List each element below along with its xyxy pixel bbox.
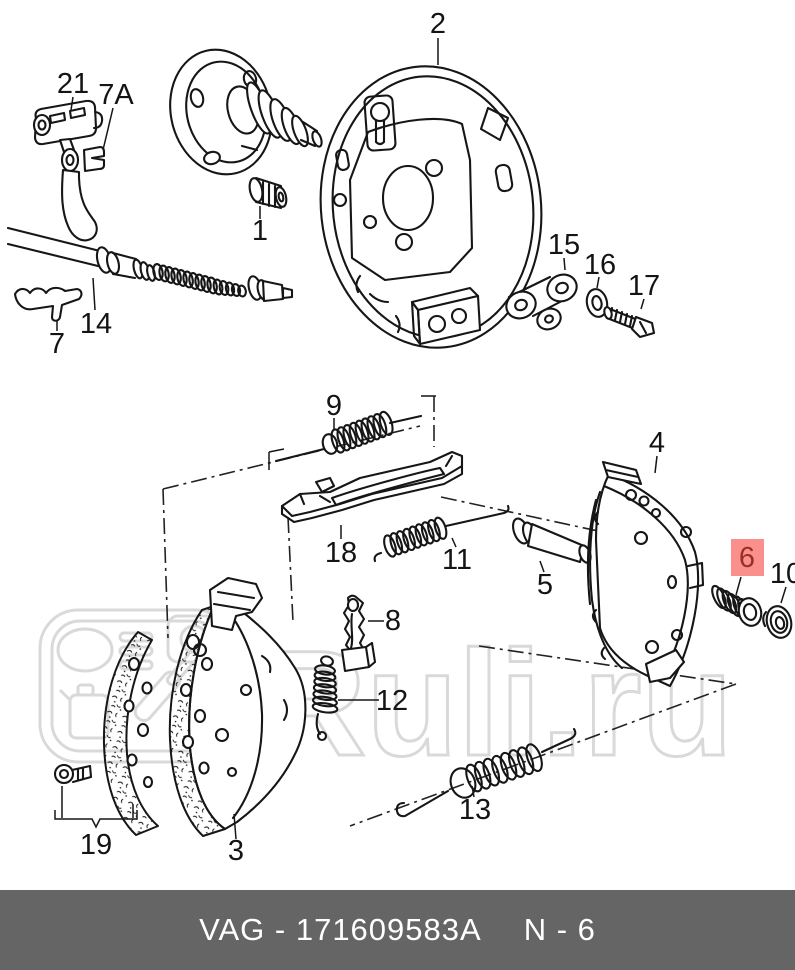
spring-13-drawing — [395, 727, 577, 818]
handbrake-cable-drawing — [6, 226, 294, 303]
cable-clamp-drawing — [32, 99, 104, 154]
lining-bolt-drawing — [53, 763, 93, 785]
adjuster-bar-drawing — [280, 450, 464, 524]
washer-16-drawing — [585, 288, 609, 318]
part-label-18[interactable]: 18 — [325, 537, 357, 569]
wedge-8-drawing — [340, 594, 377, 673]
part-label-8[interactable]: 8 — [385, 605, 401, 637]
brake-lining-19-drawing — [102, 631, 159, 836]
part-6-highlight — [731, 539, 764, 576]
part-label-7[interactable]: 7 — [49, 328, 65, 360]
part-labels: 2 21 7A 1 14 7 15 16 17 9 18 11 5 4 6 10… — [49, 8, 795, 867]
part-label-15[interactable]: 15 — [548, 229, 580, 261]
part-label-11[interactable]: 11 — [442, 544, 472, 576]
part-label-3[interactable]: 3 — [228, 835, 244, 867]
part-label-7a[interactable]: 7A — [98, 79, 134, 111]
parts-diagram: Ruli.ru — [6, 8, 795, 867]
part-label-19[interactable]: 19 — [80, 829, 112, 861]
backing-plate-drawing — [319, 65, 543, 349]
wheel-hub-cv-joint-drawing — [169, 48, 323, 176]
spring-6-drawing — [711, 584, 763, 627]
part-label-13[interactable]: 13 — [459, 794, 491, 826]
spring-12-drawing — [311, 655, 339, 742]
bracket-7a-drawing — [82, 145, 106, 173]
brake-shoe-3-drawing — [168, 576, 307, 837]
part-label-6-highlighted[interactable]: 6 — [739, 542, 755, 574]
part-label-1[interactable]: 1 — [252, 215, 268, 247]
brake-lever-drawing — [60, 147, 98, 242]
spring-9-drawing — [274, 410, 423, 463]
footer-page-ref: N - 6 — [523, 912, 596, 947]
part-label-12[interactable]: 12 — [376, 685, 408, 717]
plug-part-1-drawing — [248, 176, 288, 210]
brake-shoe-4-drawing — [586, 460, 705, 688]
footer-part-code: VAG - 171609583A — [199, 912, 482, 947]
part-label-17[interactable]: 17 — [628, 270, 660, 302]
part-label-21[interactable]: 21 — [57, 68, 89, 100]
part-label-5[interactable]: 5 — [537, 569, 553, 601]
adjusting-link-drawing — [505, 273, 578, 331]
construction-lines — [162, 395, 737, 827]
bolt-17-drawing — [603, 306, 656, 339]
footer-bar: VAG - 171609583A N - 6 — [0, 890, 795, 970]
part-label-9[interactable]: 9 — [326, 390, 342, 422]
pin-5-drawing — [512, 517, 592, 564]
diagram-area: Ruli.ru — [6, 8, 795, 867]
cap-10-drawing — [762, 605, 793, 639]
leader-lines — [54, 38, 787, 840]
cable-clip-drawing — [13, 286, 83, 322]
part-label-10[interactable]: 10 — [770, 558, 795, 590]
part-label-2[interactable]: 2 — [430, 8, 446, 40]
part-label-16[interactable]: 16 — [584, 249, 616, 281]
part-label-4[interactable]: 4 — [649, 427, 665, 459]
part-label-14[interactable]: 14 — [80, 308, 112, 340]
spring-11-drawing — [373, 504, 510, 563]
